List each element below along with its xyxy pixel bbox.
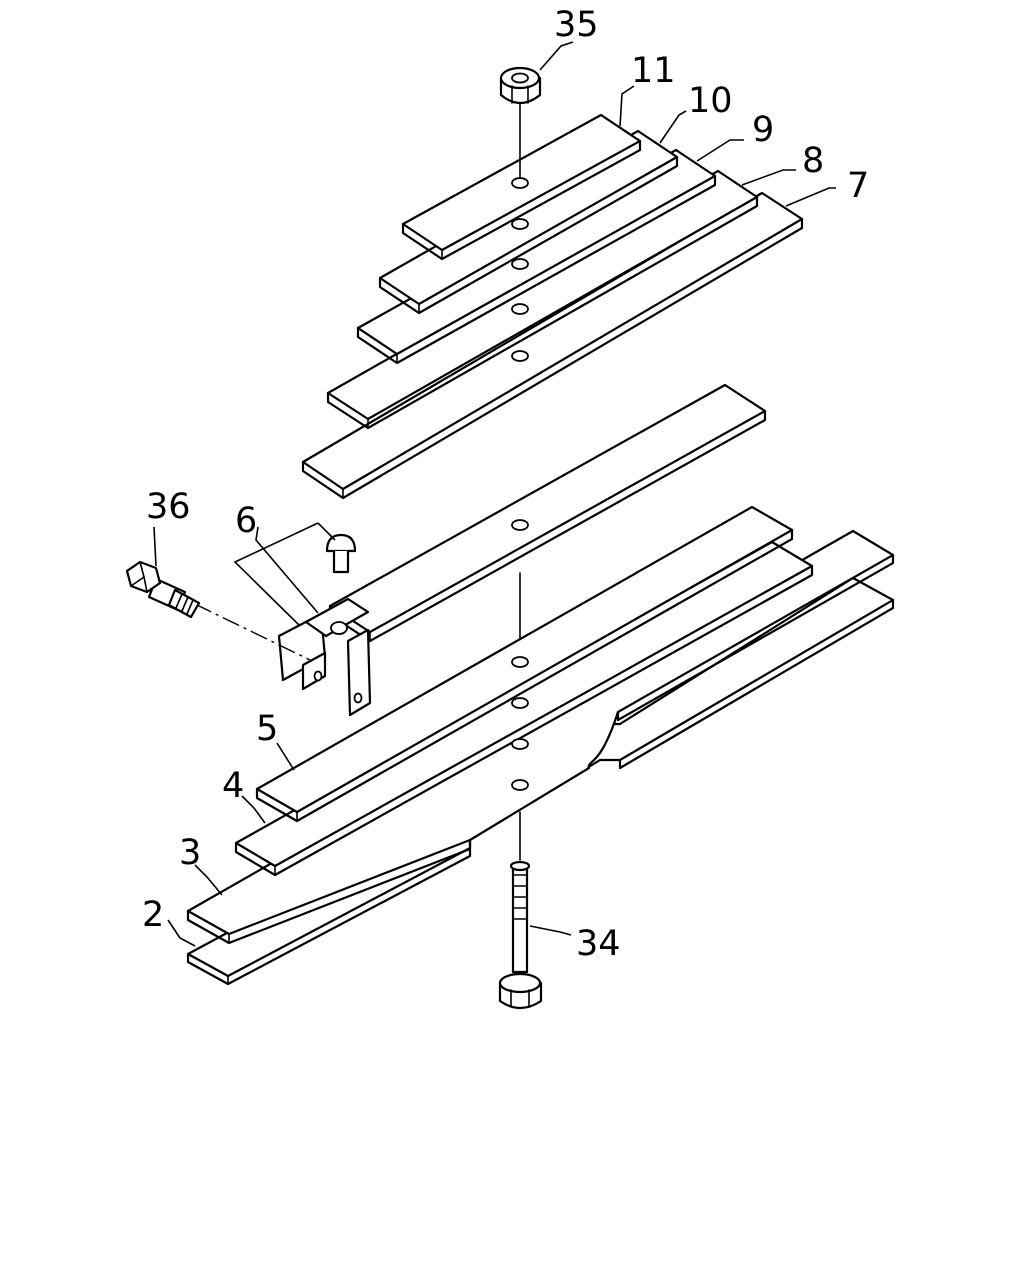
callout-labels: 35 11 10 9 8 7 36 6 5 4 3 2 34 bbox=[142, 5, 869, 964]
leader-lines bbox=[153, 41, 836, 947]
callout-7: 7 bbox=[847, 166, 869, 206]
leaf-3 bbox=[186, 529, 895, 945]
center-bolt-34 bbox=[498, 811, 543, 1010]
bolt-36 bbox=[125, 560, 311, 661]
callout-6: 6 bbox=[235, 501, 257, 541]
callout-4: 4 bbox=[222, 766, 244, 806]
callout-11: 11 bbox=[631, 51, 676, 91]
leaf-11 bbox=[401, 113, 642, 261]
callout-8: 8 bbox=[802, 141, 824, 181]
nut-35 bbox=[499, 66, 542, 179]
callout-9: 9 bbox=[752, 110, 774, 150]
callout-35: 35 bbox=[554, 5, 599, 45]
leaf-5 bbox=[255, 505, 794, 823]
callout-5: 5 bbox=[256, 709, 278, 749]
callout-36: 36 bbox=[146, 487, 191, 527]
callout-3: 3 bbox=[179, 833, 201, 873]
leaf-7 bbox=[301, 191, 804, 500]
leaf-4 bbox=[234, 540, 814, 877]
callout-2: 2 bbox=[142, 895, 164, 935]
callout-10: 10 bbox=[688, 81, 733, 121]
eye-bracket bbox=[277, 597, 372, 717]
rivet bbox=[325, 533, 357, 574]
callout-34: 34 bbox=[576, 924, 621, 964]
leaf-6 bbox=[328, 383, 767, 656]
